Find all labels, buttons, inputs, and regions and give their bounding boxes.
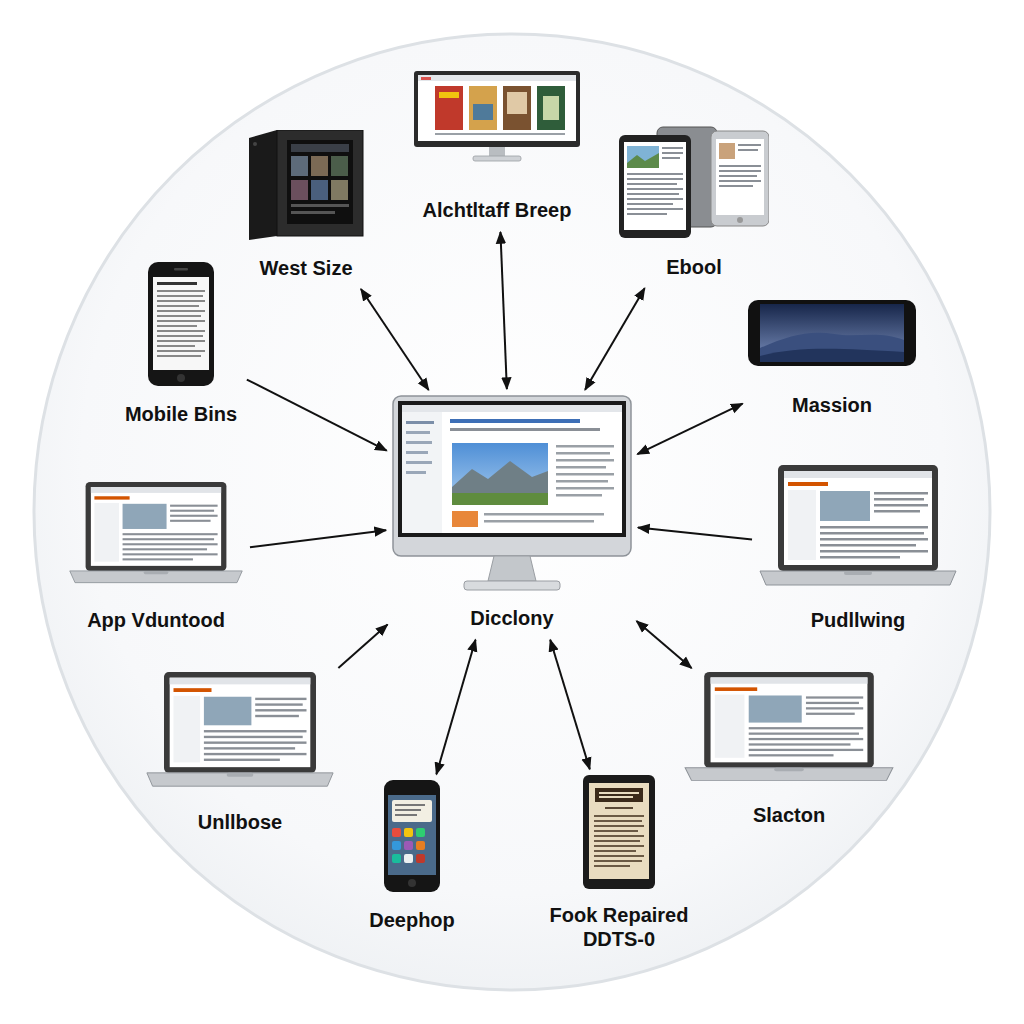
connector-arrow bbox=[637, 621, 692, 668]
device-label: West Size bbox=[260, 256, 353, 280]
ereader-icon bbox=[583, 775, 655, 889]
device-label: Slacton bbox=[753, 803, 825, 827]
device-node: Mobile Bins bbox=[121, 262, 242, 430]
laptop-icon bbox=[70, 482, 242, 583]
phone-icon bbox=[148, 262, 214, 386]
device-label: Fook Repaired DDTS-0 bbox=[539, 903, 699, 951]
laptop-icon bbox=[760, 465, 956, 585]
connector-arrow bbox=[361, 289, 429, 390]
connector-arrow bbox=[550, 640, 590, 770]
tablet-icon bbox=[249, 130, 363, 240]
device-node: Massion bbox=[748, 300, 916, 421]
connector-arrow bbox=[637, 404, 742, 455]
device-node: Deephop bbox=[365, 780, 459, 936]
device-label: App Vduntood bbox=[87, 608, 225, 632]
monitor-icon bbox=[393, 396, 631, 590]
device-node: West Size bbox=[249, 130, 364, 284]
tablets-icon bbox=[619, 127, 769, 238]
device-label: Mobile Bins bbox=[125, 402, 237, 426]
device-label: Ebool bbox=[666, 255, 722, 279]
device-node: Unllbose bbox=[145, 672, 335, 838]
background-circle bbox=[34, 34, 990, 990]
phone-icon bbox=[748, 300, 916, 366]
connector-arrow bbox=[500, 232, 506, 389]
monitor-icon bbox=[414, 71, 580, 161]
laptop-icon bbox=[147, 672, 333, 786]
connector-arrow bbox=[338, 625, 387, 668]
device-node: Dicclony bbox=[392, 395, 632, 634]
connector-arrow bbox=[250, 530, 386, 547]
connector-arrow bbox=[247, 380, 387, 451]
device-node: Ebool bbox=[619, 125, 769, 283]
device-node: Fook Repaired DDTS-0 bbox=[535, 775, 703, 955]
device-label: Alchtltaff Breep bbox=[423, 198, 572, 222]
device-label: Deephop bbox=[369, 908, 455, 932]
device-label: Pudllwing bbox=[811, 608, 905, 632]
device-label: Dicclony bbox=[470, 606, 553, 630]
phone-icon bbox=[384, 780, 440, 892]
device-label: Unllbose bbox=[198, 810, 282, 834]
connector-arrow bbox=[638, 528, 752, 540]
laptop-icon bbox=[685, 672, 893, 780]
device-node: Alchtltaff Breep bbox=[413, 70, 581, 226]
device-node: App Vduntood bbox=[68, 482, 244, 636]
device-node: Slacton bbox=[683, 672, 895, 831]
connector-arrow bbox=[585, 288, 645, 390]
connector-arrow bbox=[436, 640, 475, 774]
device-node: Pudllwing bbox=[758, 465, 958, 636]
device-label: Massion bbox=[792, 393, 872, 417]
